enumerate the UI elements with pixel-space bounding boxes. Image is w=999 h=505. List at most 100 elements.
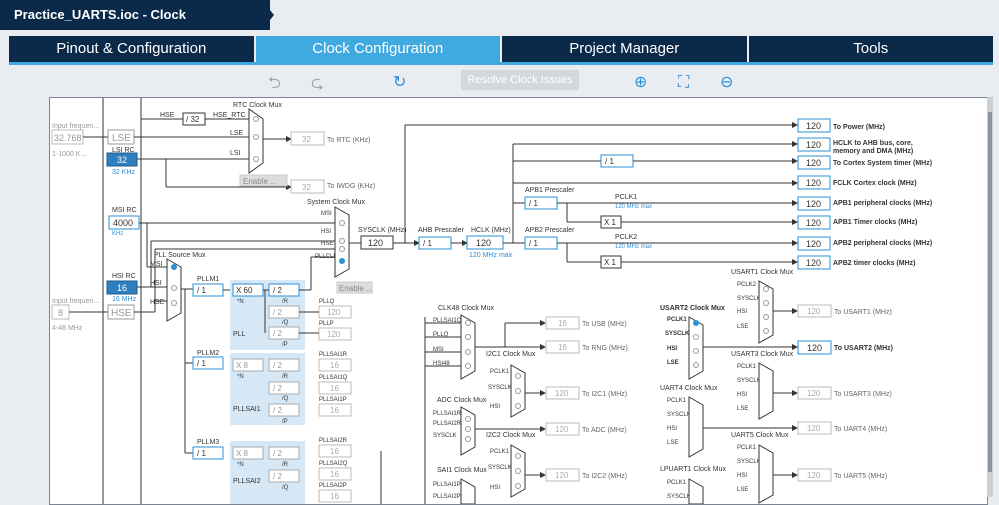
usart3-output (797, 386, 832, 400)
pllsai1-p-select[interactable] (268, 403, 300, 417)
pll-n-label: *N (237, 299, 244, 305)
pllm2-label: PLLM2 (197, 350, 219, 357)
rtc-enable-checkbox[interactable] (239, 174, 288, 187)
usart3-mux-label: USART3 Clock Mux (731, 351, 794, 358)
pll-source-mux-label: PLL Source Mux (154, 252, 206, 259)
pllsai2-n-select[interactable] (232, 446, 264, 460)
fclk-output[interactable] (797, 175, 831, 190)
lpuart1-clock-mux[interactable] (688, 478, 704, 504)
clk48-clock-mux[interactable] (460, 314, 476, 380)
css-enable-checkbox[interactable] (336, 281, 373, 294)
pll-name: PLL (233, 331, 246, 338)
usart3-in-pclk1: PCLK1 (737, 364, 757, 370)
pllsai1-q-select[interactable] (268, 381, 300, 395)
fit-to-screen-icon[interactable]: ⛶ (678, 72, 690, 91)
usart1-clock-mux[interactable] (758, 280, 774, 344)
usart2-in-hsi: HSI (667, 346, 677, 352)
pllsai1r-value: 16 (330, 361, 339, 370)
vertical-scrollbar-thumb[interactable] (988, 112, 992, 472)
pllm2-select[interactable] (192, 356, 224, 370)
resolve-clock-issues-button[interactable]: Resolve Clock Issues (461, 70, 579, 90)
usart1-value: 120 (807, 307, 821, 316)
lse-frequency-value: 32.768 (54, 133, 82, 143)
pll-source-hse: HSE (150, 299, 165, 306)
pll-p-value: / 2 (273, 329, 282, 338)
undo-icon[interactable]: ⮌ (268, 73, 281, 92)
apb1-prescaler-value: / 1 (529, 199, 538, 208)
lse-input-label: Input frequen... (52, 123, 99, 130)
uart4-clock-mux[interactable] (688, 396, 704, 458)
i2c1-in-hsi: HSI (490, 404, 500, 410)
pll-q-label: /Q (282, 320, 289, 326)
pllsai1p-output (318, 403, 352, 417)
iwdg-output-value: 32 (302, 183, 311, 192)
zoom-out-icon[interactable]: ⊖ (720, 72, 734, 91)
tab-pinout-configuration[interactable]: Pinout & Configuration (9, 36, 254, 62)
pllsai2-r-select[interactable] (268, 446, 300, 460)
pllp-value: 120 (327, 330, 341, 339)
zoom-in-icon[interactable]: ⊕ (634, 72, 648, 91)
tab-clock-configuration[interactable]: Clock Configuration (255, 36, 500, 62)
usart2-output[interactable] (797, 340, 832, 355)
clock-tree-diagram: Input frequen... 32.768 1-1000 K... LSE … (51, 98, 932, 504)
usart3-clock-mux[interactable] (758, 362, 774, 420)
output-clock-list: 120 To Power (MHz) 120 HCLK to AHB bus, … (797, 118, 932, 270)
rtc-clock-mux[interactable] (248, 108, 264, 174)
rng-output (545, 340, 580, 354)
sysmux-pllclk-input: PLLCLK (315, 254, 337, 260)
tab-tools[interactable]: Tools (748, 36, 993, 62)
uart5-value: 120 (807, 471, 821, 480)
apb1-timer-output[interactable] (797, 215, 831, 230)
i2c2-output (545, 468, 580, 482)
rtc-hse-input: HSE (160, 112, 175, 119)
pllsai2-name: PLLSAI2 (233, 478, 261, 485)
hclk-ahb-value: 120 (806, 140, 821, 150)
pllm3-label: PLLM3 (197, 439, 219, 446)
to-power-output[interactable] (797, 118, 831, 133)
uart5-mux-label: UART5 Clock Mux (731, 432, 789, 439)
to-power-value: 120 (806, 121, 821, 131)
redo-icon[interactable]: ⮎ (311, 73, 324, 92)
i2c2-output-label: To I2C2 (MHz) (582, 473, 627, 480)
usart2-in-pclk1: PCLK1 (667, 317, 687, 323)
rtc-lsi-input: LSI (230, 150, 241, 157)
lpuart1-mux-label: LPUART1 Clock Mux (660, 466, 727, 473)
rtc-output-label: To RTC (KHz) (327, 137, 370, 144)
refresh-icon[interactable]: ↻ (393, 72, 407, 91)
rtc-lse-input: LSE (230, 130, 244, 137)
pllm3-select[interactable] (192, 446, 224, 460)
cortex-timer-divider-value: / 1 (605, 157, 614, 166)
lse-label: LSE (112, 133, 131, 144)
hclk-ahb-output[interactable] (797, 137, 831, 152)
pclk2-max: 120 MHz max (615, 244, 652, 250)
i2c1-in-sysclk: SYSCLK (488, 385, 512, 391)
pllsai2-q-select[interactable] (268, 469, 300, 483)
clk48-in-msi: MSI (433, 347, 444, 353)
apb2-timer-output[interactable] (797, 255, 831, 270)
tab-project-manager[interactable]: Project Manager (502, 36, 747, 62)
cortex-timer-output[interactable] (797, 155, 831, 170)
pllsai1-n-select[interactable] (232, 358, 264, 372)
pllm3-value: / 1 (197, 449, 206, 458)
uart4-output-label: To UART4 (MHz) (834, 426, 887, 433)
lsi-rc-value: 32 (117, 155, 127, 165)
adc-in-pllsai2r: PLLSAI2R (433, 421, 462, 427)
uart5-clock-mux[interactable] (758, 444, 774, 504)
clk48-in-pllq: PLLQ (433, 332, 449, 338)
apb2-peripheral-output[interactable] (797, 236, 831, 251)
hse-input-label: Input frequen... (52, 298, 99, 305)
pllsai1-r-select[interactable] (268, 358, 300, 372)
pllm2-value: / 1 (197, 359, 206, 368)
uart4-value: 120 (807, 424, 821, 433)
system-clock-mux-label: System Clock Mux (307, 199, 365, 206)
clk48-in-pllsai1q: PLLSAI1Q (433, 318, 462, 324)
apb1-peripheral-output[interactable] (797, 196, 831, 211)
usart2-value: 120 (807, 343, 822, 353)
uart5-in-lse: LSE (737, 487, 748, 493)
pll-source-msi: MSI (150, 261, 163, 268)
sai1-clock-mux[interactable] (460, 478, 476, 504)
title-bar: Practice_UARTS.ioc - Clock Configuration (0, 0, 999, 52)
pllsai1r-label: PLLSAI1R (319, 352, 348, 358)
sysclk-label: SYSCLK (MHz) (358, 227, 407, 234)
usart1-mux-label: USART1 Clock Mux (731, 269, 794, 276)
